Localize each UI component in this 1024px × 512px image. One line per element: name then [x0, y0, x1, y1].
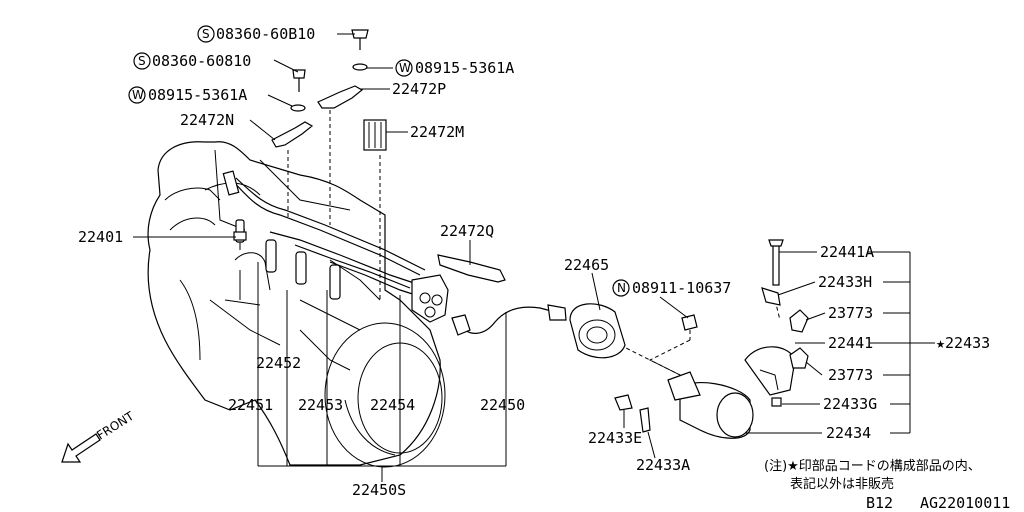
label-22433-star[interactable]: ★22433: [936, 334, 990, 352]
clamp-22472m-drawing: [363, 119, 387, 151]
marker-w1-text: W: [399, 61, 411, 75]
hardware-right-drawing: [614, 239, 809, 433]
label-23773-bottom[interactable]: 23773: [828, 366, 873, 384]
label-22441[interactable]: 22441: [828, 334, 873, 352]
label-22434[interactable]: 22434: [826, 424, 871, 442]
marker-s1-text: S: [202, 27, 210, 41]
spark-plug-drawing: [233, 219, 247, 250]
dashed-leaders: [287, 110, 781, 381]
label-08360-60810[interactable]: 08360-60810: [152, 52, 251, 70]
bracket-22472p-drawing: [317, 85, 364, 109]
label-22433a[interactable]: 22433A: [636, 456, 690, 474]
clip-22472q-drawing: [437, 254, 506, 283]
label-22433e[interactable]: 22433E: [588, 429, 642, 447]
star-marker: ★: [936, 334, 945, 352]
note-line-2: 表記以外は非販売: [790, 476, 894, 492]
label-08911-10637[interactable]: 08911-10637: [632, 279, 731, 297]
ignition-coil-drawing: [667, 346, 796, 439]
marker-s1: S: [197, 25, 215, 43]
marker-w1: W: [395, 59, 413, 77]
label-22433g[interactable]: 22433G: [823, 395, 877, 413]
marker-w2-text: W: [132, 88, 144, 102]
label-22441a[interactable]: 22441A: [820, 243, 874, 261]
marker-n: N: [612, 279, 630, 297]
footer-code: AG22010011: [920, 494, 1010, 512]
label-22433: 22433: [945, 334, 990, 352]
label-22452[interactable]: 22452: [256, 354, 301, 372]
marker-w2: W: [128, 86, 146, 104]
bracket-22472n-drawing: [271, 121, 314, 148]
bolts-top-drawing: [290, 29, 369, 112]
label-22450s[interactable]: 22450S: [352, 481, 406, 499]
label-22472q[interactable]: 22472Q: [440, 222, 494, 240]
label-22454[interactable]: 22454: [370, 396, 415, 414]
label-22472p[interactable]: 22472P: [392, 80, 446, 98]
label-08360-60b10[interactable]: 08360-60B10: [216, 25, 315, 43]
label-22451[interactable]: 22451: [228, 396, 273, 414]
marker-s2-text: S: [138, 54, 146, 68]
label-22401[interactable]: 22401: [78, 228, 123, 246]
front-arrow: [61, 433, 101, 463]
marker-s2: S: [133, 52, 151, 70]
label-22472n[interactable]: 22472N: [180, 111, 234, 129]
note-line-1: (注)★印部品コードの構成部品の内、: [764, 458, 981, 474]
front-label: FRONT: [94, 409, 137, 443]
spark-plug-cords-drawing: [222, 170, 567, 336]
footer-page: B12: [866, 494, 893, 512]
label-23773-top[interactable]: 23773: [828, 304, 873, 322]
label-22450[interactable]: 22450: [480, 396, 525, 414]
label-22433h[interactable]: 22433H: [818, 273, 872, 291]
distributor-cap-drawing: [569, 303, 626, 359]
label-22465[interactable]: 22465: [564, 256, 609, 274]
label-22453[interactable]: 22453: [298, 396, 343, 414]
label-22472m[interactable]: 22472M: [410, 123, 464, 141]
label-08915-5361a-right[interactable]: 08915-5361A: [415, 59, 514, 77]
label-08915-5361a-left[interactable]: 08915-5361A: [148, 86, 247, 104]
marker-n-text: N: [617, 281, 626, 295]
leader-lines: [133, 33, 935, 482]
